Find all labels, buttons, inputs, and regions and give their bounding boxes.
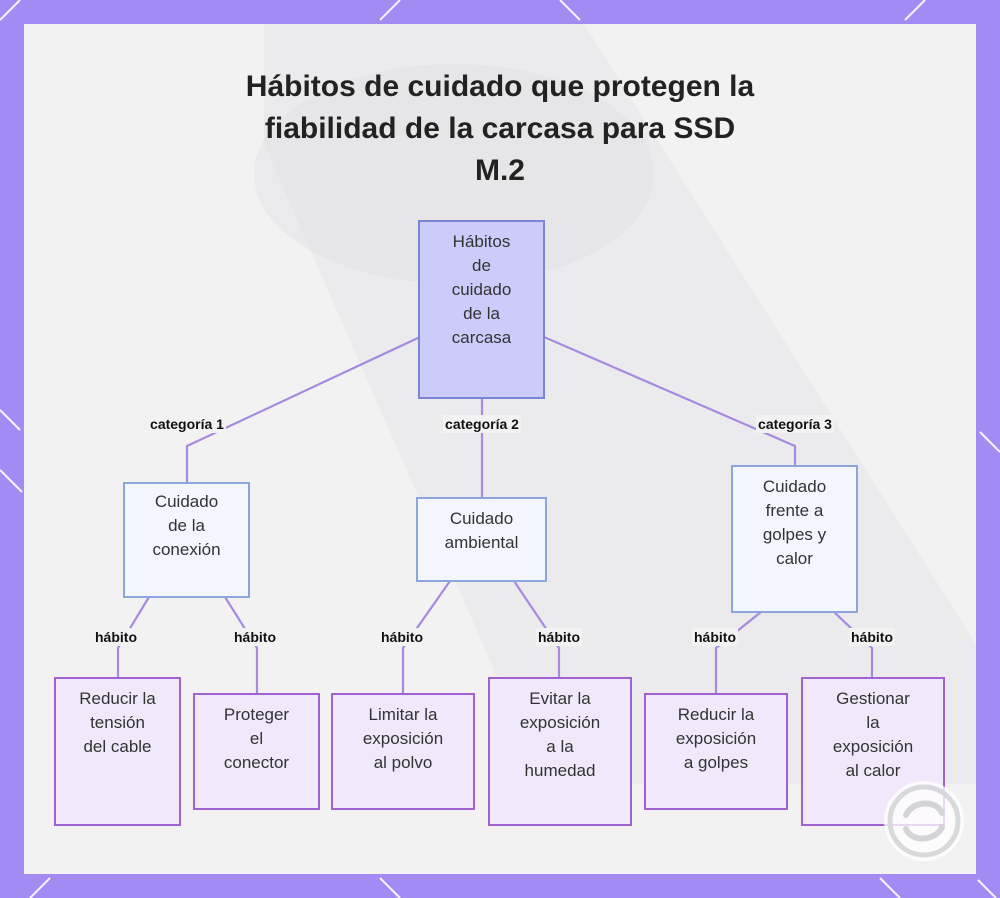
edge-label-habit: hábito	[536, 628, 582, 646]
edge-label-category-2: categoría 2	[443, 415, 521, 433]
category-node-environment: Cuidado ambiental	[416, 497, 547, 582]
edge-root-cat1	[185, 336, 421, 483]
node-label: Reducir la exposición a golpes	[676, 703, 756, 775]
node-label-line: exposición	[362, 729, 444, 748]
edge-cat1-leaf1	[116, 596, 150, 678]
root-node: Hábitos de cuidado de la carcasa	[418, 220, 545, 399]
edge-root-cat3	[543, 335, 797, 466]
node-label-line: exposición	[519, 713, 601, 732]
edge-cat1-leaf2	[224, 596, 259, 694]
node-label-line: exposición	[832, 737, 914, 756]
node-label: Cuidado frente a golpes y calor	[763, 475, 826, 571]
node-label-line: golpes y	[762, 525, 827, 544]
node-label-line: Proteger	[223, 705, 290, 724]
node-label-line: al calor	[845, 761, 901, 780]
node-label-line: Gestionar	[836, 689, 910, 708]
node-label-line: al polvo	[373, 753, 433, 772]
edge-cat3-leaf5	[714, 611, 762, 694]
node-label: Reducir la tensión del cable	[79, 687, 156, 759]
edge-cat2-leaf4	[513, 580, 561, 678]
node-label: Cuidado ambiental	[445, 507, 519, 555]
node-label-line: de	[472, 256, 491, 275]
category-node-shock-heat: Cuidado frente a golpes y calor	[731, 465, 858, 613]
node-label-line: calor	[776, 549, 813, 568]
node-label-line: a golpes	[683, 753, 749, 772]
node-label-line: Cuidado	[154, 492, 219, 511]
node-label-line: el	[249, 729, 264, 748]
habit-node-dust: Limitar la exposición al polvo	[331, 693, 475, 810]
node-label-line: conexión	[152, 540, 221, 559]
node-label-line: a la	[546, 737, 574, 756]
brand-logo-icon	[884, 781, 964, 861]
node-label-line: de la	[168, 516, 205, 535]
edge-label-habit: hábito	[849, 628, 895, 646]
node-label-line: conector	[223, 753, 290, 772]
edge-label-habit: hábito	[379, 628, 425, 646]
habit-node-humidity: Evitar la exposición a la humedad	[488, 677, 632, 826]
habit-node-shocks: Reducir la exposición a golpes	[644, 693, 788, 810]
edge-label-category-3: categoría 3	[756, 415, 834, 433]
node-label-line: Cuidado	[449, 509, 514, 528]
node-label: Cuidado de la conexión	[152, 490, 220, 562]
node-label-line: frente a	[765, 501, 824, 520]
edge-cat3-leaf6	[833, 611, 874, 678]
node-label: Limitar la exposición al polvo	[363, 703, 443, 775]
diagram-title: Hábitos de cuidado que protegen la fiabi…	[0, 66, 1000, 192]
node-label: Proteger el conector	[224, 703, 289, 775]
category-node-connection: Cuidado de la conexión	[123, 482, 250, 598]
node-label: Gestionar la exposición al calor	[833, 687, 913, 783]
node-label-line: la	[866, 713, 880, 732]
edge-label-habit: hábito	[93, 628, 139, 646]
edge-cat2-leaf3	[401, 580, 451, 694]
node-label-line: tensión	[90, 713, 145, 732]
edge-label-habit: hábito	[232, 628, 278, 646]
node-label-line: de la	[463, 304, 500, 323]
habit-node-cable-tension: Reducir la tensión del cable	[54, 677, 181, 826]
node-label-line: Evitar la	[529, 689, 591, 708]
title-line: Hábitos de cuidado que protegen la	[245, 70, 755, 103]
node-label-line: del cable	[83, 737, 152, 756]
title-line: M.2	[474, 154, 525, 187]
node-label-line: Reducir la	[79, 689, 156, 708]
title-line: fiabilidad de la carcasa para SSD	[264, 112, 736, 145]
node-label: Hábitos de cuidado de la carcasa	[452, 230, 512, 350]
node-label-line: ambiental	[444, 533, 519, 552]
node-label-line: carcasa	[451, 328, 512, 347]
edge-label-habit: hábito	[692, 628, 738, 646]
node-label-line: exposición	[675, 729, 757, 748]
node-label-line: Hábitos	[452, 232, 511, 251]
node-label-line: Reducir la	[677, 705, 755, 724]
habit-node-protect-connector: Proteger el conector	[193, 693, 320, 810]
edge-label-category-1: categoría 1	[148, 415, 226, 433]
node-label-line: Limitar la	[368, 705, 438, 724]
node-label: Evitar la exposición a la humedad	[520, 687, 600, 783]
node-label-line: humedad	[524, 761, 596, 780]
node-label-line: Cuidado	[762, 477, 827, 496]
node-label-line: cuidado	[451, 280, 512, 299]
